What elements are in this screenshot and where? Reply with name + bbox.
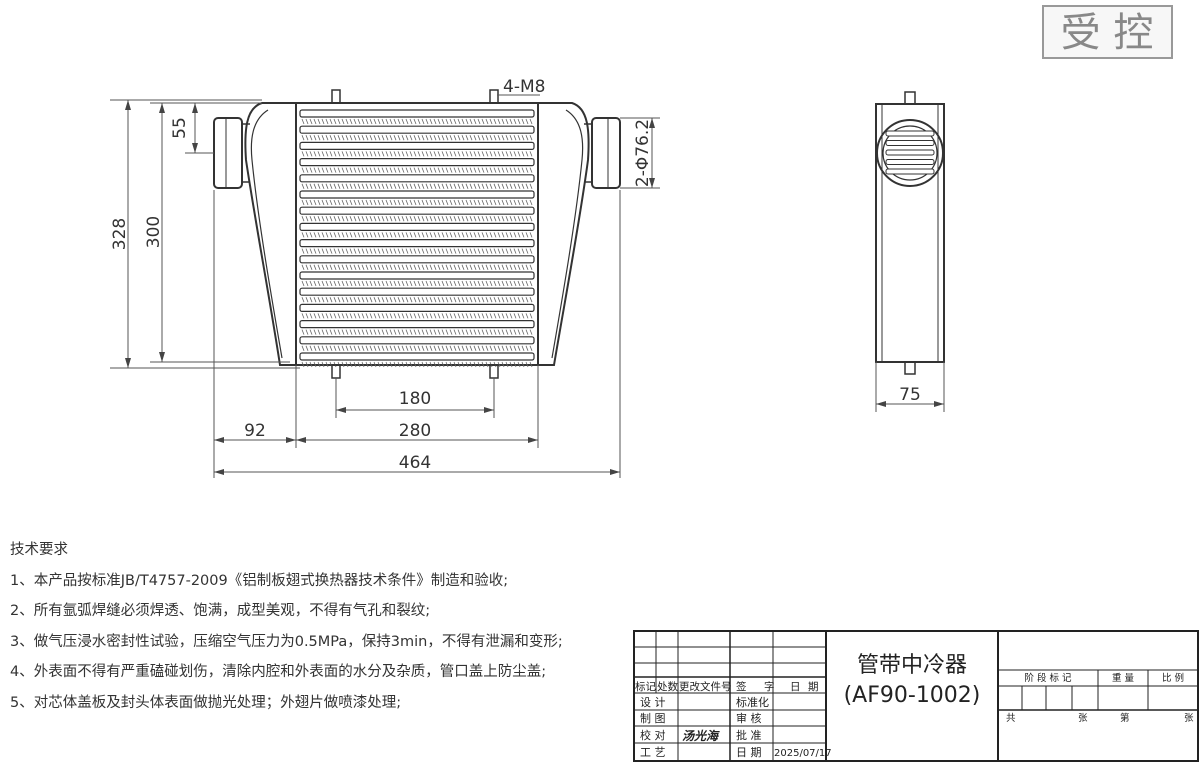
part-number: (AF90-1002) [844, 683, 981, 708]
scale-header: 比 例 [1162, 672, 1184, 684]
mount-bolt [331, 89, 341, 104]
row-design-label: 设 计 [640, 696, 666, 709]
mount-bolt [489, 364, 499, 379]
header-date-b: 期 [808, 681, 819, 693]
row-date-value: 2025/07/17 [774, 748, 832, 759]
row-process-mid: 日 期 [736, 746, 762, 759]
technical-requirements: 技术要求 1、本产品按标准JB/T4757-2009《铝制板翅式换热器技术条件》… [10, 535, 563, 718]
tech-item: 2、所有氩弧焊缝必须焊透、饱满，成型美观，不得有气孔和裂纹; [10, 603, 431, 619]
tech-title: 技术要求 [10, 542, 68, 558]
row-design-mid: 标准化 [736, 695, 769, 709]
dim-core-width: 280 [399, 421, 431, 441]
tech-item: 4、外表面不得有严重磕碰划伤，清除内腔和外表面的水分及杂质，管口盖上防尘盖; [10, 664, 547, 680]
header-sign-b: 字 [764, 680, 775, 693]
stage-mark-header: 阶 段 标 记 [1024, 672, 1072, 684]
left-end-tank [244, 102, 297, 366]
header-date-a: 日 [790, 681, 801, 693]
dim-depth: 75 [899, 385, 921, 405]
dim-mount-bolts: 4-M8 [503, 77, 545, 97]
header-change-doc: 更改文件号 [679, 680, 732, 693]
dim-end-tank-width: 92 [244, 421, 266, 441]
stamp-text: 受 控 [1061, 10, 1154, 56]
row-check-label: 校 对 [640, 728, 666, 742]
front-view [213, 89, 621, 379]
tech-item: 3、做气压浸水密封性试验，压缩空气压力为0.5MPa，保持3min，不得有泄漏和… [10, 633, 563, 650]
row-process-label: 工 艺 [640, 746, 666, 759]
part-name: 管带中冷器 [857, 653, 967, 678]
row-draw-label: 制 图 [640, 712, 666, 725]
right-end-tank [537, 102, 590, 366]
controlled-stamp: 受 控 [1042, 5, 1173, 59]
footer-sheets-a: 张 [1078, 713, 1088, 724]
dim-pipe-offset: 55 [170, 117, 190, 139]
tech-item: 5、对芯体盖板及封头体表面做抛光处理；外翅片做喷漆处理; [10, 694, 402, 711]
row-draw-mid: 审 核 [736, 711, 762, 725]
signature-name: 汤光海 [682, 729, 720, 743]
header-count: 处数 [657, 680, 678, 693]
title-block [633, 630, 1199, 762]
dimension-lines [110, 94, 660, 478]
dim-pipe-diameter: 2-Φ76.2 [633, 119, 653, 187]
row-check-mid: 批 准 [736, 728, 762, 742]
weight-header: 重 量 [1112, 672, 1135, 684]
tech-item: 1、本产品按标准JB/T4757-2009《铝制板翅式换热器技术条件》制造和验收… [10, 572, 509, 589]
core-fins [299, 109, 535, 368]
footer-sheets-b: 张 [1184, 713, 1194, 724]
side-view [875, 91, 945, 412]
mount-bolt [489, 89, 499, 104]
dim-overall-height: 328 [110, 218, 130, 250]
dimension-arrows [125, 100, 655, 475]
header-mark: 标记 [635, 681, 656, 693]
right-outlet-pipe [584, 117, 621, 189]
left-inlet-pipe [213, 117, 250, 189]
dim-bolt-spacing: 180 [399, 389, 431, 409]
header-sign-a: 签 [736, 680, 747, 693]
core [295, 102, 539, 366]
dim-core-height: 300 [144, 216, 164, 248]
footer-total: 共 [1006, 713, 1016, 724]
dim-overall-width: 464 [399, 453, 431, 473]
footer-number: 第 [1120, 712, 1130, 724]
